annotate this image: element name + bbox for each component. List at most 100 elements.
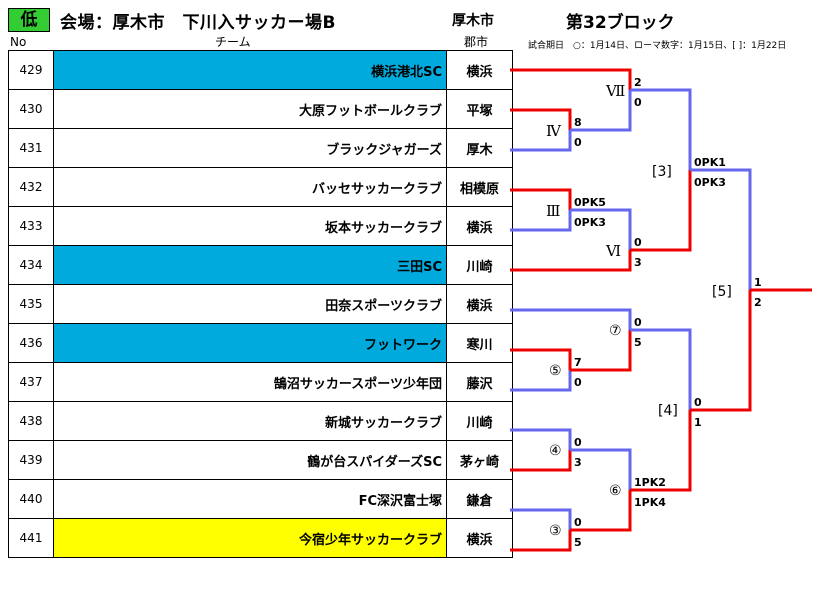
score: 0PK1 xyxy=(694,156,726,169)
match-label-5: ⑤ xyxy=(549,363,562,379)
score: 1PK2 xyxy=(634,476,666,489)
bracket-line xyxy=(570,90,632,132)
match-label-6: ⑥ xyxy=(609,483,622,499)
bracket-line xyxy=(570,208,632,250)
team-name: 今宿少年サッカークラブ xyxy=(53,518,447,558)
match-label-vii: Ⅶ xyxy=(605,82,625,100)
bracket-line xyxy=(690,290,752,412)
team-number: 435 xyxy=(8,284,54,324)
column-header-city: 郡市 xyxy=(464,35,489,49)
block-title: 第32ブロック xyxy=(566,13,675,33)
bracket-line xyxy=(630,88,692,170)
bracket-line xyxy=(510,370,572,392)
score: 0PK5 xyxy=(574,196,606,209)
bracket-line xyxy=(510,530,572,552)
bracket-line xyxy=(510,348,572,370)
score: 1 xyxy=(754,276,762,289)
score: 0 xyxy=(574,436,582,449)
team-city: 横浜 xyxy=(446,284,513,324)
team-city: 相模原 xyxy=(446,167,513,207)
match-date-note: 試合期日 ○：1月14日、ローマ数字：1月15日、[ ]：1月22日 xyxy=(528,41,787,51)
bracket-line xyxy=(510,210,572,232)
score: 1PK4 xyxy=(634,496,666,509)
bracket-line xyxy=(510,308,632,330)
level-badge: 低 xyxy=(8,8,50,32)
bracket-line xyxy=(630,170,692,252)
bracket-line xyxy=(570,448,632,490)
team-name: 鶴が台スパイダーズSC xyxy=(53,440,447,480)
score: 0 xyxy=(574,136,582,149)
team-name: 大原フットボールクラブ xyxy=(53,89,447,129)
team-number: 434 xyxy=(8,245,54,285)
match-label-b3: [3] xyxy=(652,164,672,180)
score: 0PK3 xyxy=(694,176,726,189)
team-city: 川崎 xyxy=(446,401,513,441)
score: 0PK3 xyxy=(574,216,606,229)
team-number: 432 xyxy=(8,167,54,207)
team-number: 439 xyxy=(8,440,54,480)
bracket-line xyxy=(510,508,572,530)
bracket-line xyxy=(630,410,692,492)
host-city-heading: 厚木市 xyxy=(452,13,494,29)
bracket-line xyxy=(510,130,572,152)
bracket-line xyxy=(630,328,692,410)
match-label-3: ③ xyxy=(549,523,562,539)
team-number: 437 xyxy=(8,362,54,402)
team-city: 茅ヶ崎 xyxy=(446,440,513,480)
bracket-line xyxy=(570,490,632,532)
score: 5 xyxy=(574,536,582,549)
team-city: 横浜 xyxy=(446,518,513,558)
match-label-iv: Ⅳ xyxy=(546,122,562,140)
team-name: バッセサッカークラブ xyxy=(53,167,447,207)
match-label-b4: [4] xyxy=(658,403,678,419)
score: 2 xyxy=(754,296,762,309)
bracket-line xyxy=(510,108,572,130)
score: 0 xyxy=(634,236,642,249)
score: 8 xyxy=(574,116,582,129)
bracket-line xyxy=(510,450,572,472)
score: 5 xyxy=(634,336,642,349)
team-name: ブラックジャガーズ xyxy=(53,128,447,168)
score: 3 xyxy=(634,256,642,269)
venue-title: 会場：厚木市 下川入サッカー場B xyxy=(60,13,336,33)
team-city: 平塚 xyxy=(446,89,513,129)
match-label-b5: [5] xyxy=(712,284,732,300)
team-city: 寒川 xyxy=(446,323,513,363)
bracket-line xyxy=(570,330,632,372)
score: 0 xyxy=(634,96,642,109)
score: 0 xyxy=(574,516,582,529)
bracket-line xyxy=(510,250,632,272)
bracket-line xyxy=(510,428,572,450)
match-label-vi: Ⅵ xyxy=(605,242,621,260)
score: 3 xyxy=(574,456,582,469)
score: 7 xyxy=(574,356,582,369)
team-city: 横浜 xyxy=(446,206,513,246)
bracket-line xyxy=(690,168,752,290)
team-number: 429 xyxy=(8,50,54,90)
column-header-no: No xyxy=(10,35,27,49)
score: 0 xyxy=(634,316,642,329)
match-label-7: ⑦ xyxy=(609,323,622,339)
team-number: 436 xyxy=(8,323,54,363)
bracket-line xyxy=(510,68,632,90)
column-header-team: チーム xyxy=(215,35,251,49)
team-number: 441 xyxy=(8,518,54,558)
match-label-4: ④ xyxy=(549,443,562,459)
team-name: フットワーク xyxy=(53,323,447,363)
team-number: 438 xyxy=(8,401,54,441)
team-city: 川崎 xyxy=(446,245,513,285)
score: 1 xyxy=(694,416,702,429)
team-number: 440 xyxy=(8,479,54,519)
